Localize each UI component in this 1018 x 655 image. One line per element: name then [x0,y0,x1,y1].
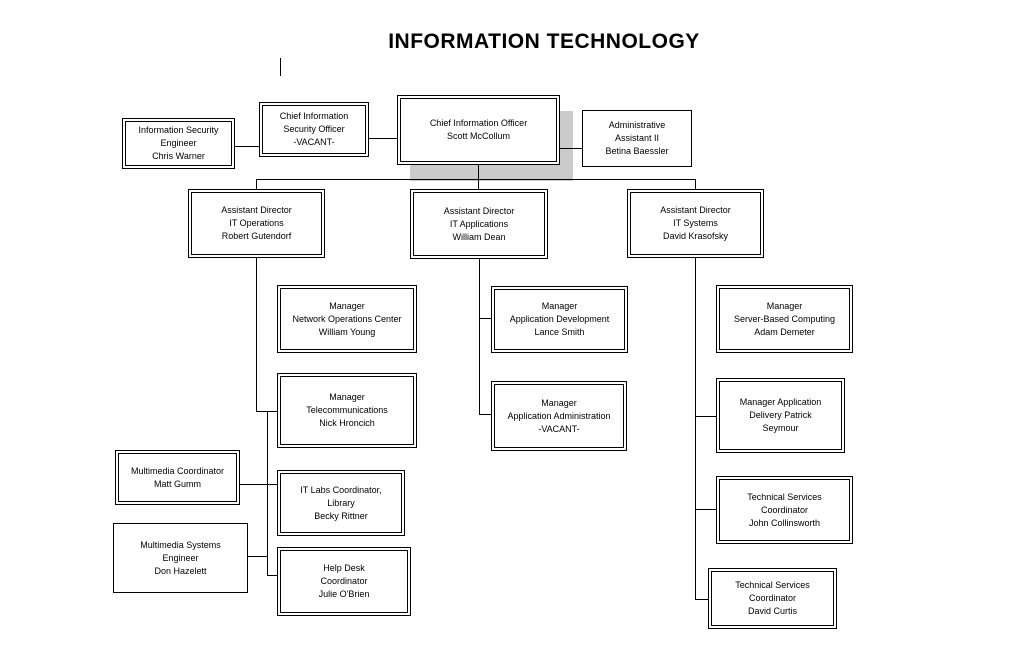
connector-stub-help-desk [267,575,277,576]
tick-mark-line [280,58,281,76]
role-line: Security Officer [283,124,345,134]
role-line: Manager [329,300,365,311]
role-line: Information Security [138,125,219,135]
connector-stub-multimedia-systems [248,556,267,557]
vacant-label: -VACANT- [538,423,580,434]
person-name: Scott McCollum [446,131,510,141]
role-line: Manager Application [739,397,822,407]
role-line: IT Applications [449,218,509,229]
role-line: Application Development [509,314,610,324]
connector-multimedia-coordinator-itlabs [240,484,277,485]
role-line: Administrative [608,120,666,130]
connector-itapps-spine [479,259,480,414]
role-line: Assistant Director [660,205,731,215]
role-line: Chief Information [279,111,349,121]
role-line: Delivery Patrick [749,410,812,420]
org-box-assistant-director-it-applications: Assistant Director IT Applications Willi… [410,189,548,259]
role-line: Manager [766,300,803,311]
role-line: Technical Services [735,580,810,590]
connector-ciso-to-cio [369,138,397,139]
role-line: Server-Based Computing [733,313,836,324]
connector-drop-it-applications [478,179,479,189]
role-line: Assistant Director [443,205,515,216]
person-name: Matt Gumm [153,478,201,489]
connector-stub-app-delivery [695,416,716,417]
role-line: Coordinator [760,504,809,515]
person-name: William Young [318,326,376,337]
org-box-help-desk-coordinator: Help Desk Coordinator Julie O'Brien [277,547,411,616]
role-line: Assistant Director [221,205,292,215]
person-name: William Dean [452,231,506,242]
role-line: Assistant II [614,133,659,143]
org-box-multimedia-systems-engineer: Multimedia Systems Engineer Don Hazelett [113,523,248,593]
connector-cio-to-admin [560,148,582,149]
connector-itops-spine-upper [256,258,257,411]
org-box-multimedia-coordinator: Multimedia Coordinator Matt Gumm [115,450,240,505]
role-line: Telecommunications [306,405,388,415]
connector-stub-tech-services-curtis [695,599,708,600]
role-line: Engineer [160,138,197,148]
org-box-chief-information-officer: Chief Information Officer Scott McCollum [397,95,560,165]
person-name: Becky Rittner [314,510,368,521]
org-box-information-security-engineer: Information Security Engineer Chris Warn… [122,118,235,169]
role-line: Manager [541,301,578,311]
role-line: Technical Services [747,491,822,502]
person-name: Julie O'Brien [318,589,370,599]
org-box-manager-application-administration: Manager Application Administration -VACA… [491,381,627,451]
connector-stub-tech-services-collinsworth [695,509,716,510]
person-name: David Curtis [747,606,797,616]
connector-stub-telecom [256,411,277,412]
person-name: Nick Hroncich [319,418,375,428]
org-box-chief-information-security-officer: Chief Information Security Officer -VACA… [259,102,369,157]
org-box-manager-network-operations-center: Manager Network Operations Center Willia… [277,285,417,353]
org-box-technical-services-coordinator-curtis: Technical Services Coordinator David Cur… [708,568,837,629]
role-line: IT Labs Coordinator, [300,484,382,495]
role-line: Engineer [162,552,199,563]
role-line: Coordinator [748,593,797,603]
role-line: IT Operations [229,218,284,228]
org-box-assistant-director-it-systems: Assistant Director IT Systems David Kras… [627,189,764,258]
role-line: Help Desk [323,563,365,573]
person-name: Betina Baessler [605,146,669,156]
role-line: Manager [541,397,577,408]
role-line: Library [327,497,355,508]
connector-stub-app-administration [479,414,491,415]
person-name: Seymour [762,423,799,433]
person-name: Don Hazelett [154,565,207,576]
person-name: John Collinsworth [748,517,821,528]
page-title: INFORMATION TECHNOLOGY [388,30,700,53]
connector-cio-drop [478,165,479,179]
connector-drop-it-systems [695,179,696,189]
connector-stub-app-development [479,318,491,319]
org-box-assistant-director-it-operations: Assistant Director IT Operations Robert … [188,189,325,258]
org-box-technical-services-coordinator-collinsworth: Technical Services Coordinator John Coll… [716,476,853,544]
person-name: Chris Warner [152,151,205,161]
person-name: David Krasofsky [662,231,729,241]
org-box-manager-server-based-computing: Manager Server-Based Computing Adam Deme… [716,285,853,353]
org-box-administrative-assistant: Administrative Assistant II Betina Baess… [582,110,692,167]
role-line: Application Administration [507,410,611,421]
person-name: Lance Smith [534,327,585,337]
connector-ise-to-ciso [235,146,259,147]
connector-drop-it-operations [256,179,257,189]
role-line: Coordinator [320,576,368,586]
org-box-manager-application-delivery: Manager Application Delivery Patrick Sey… [716,378,845,453]
role-line: Multimedia Coordinator [130,465,225,476]
org-box-manager-telecommunications: Manager Telecommunications Nick Hroncich [277,373,417,448]
org-box-manager-application-development: Manager Application Development Lance Sm… [491,286,628,353]
role-line: Multimedia Systems [140,539,221,550]
person-name: Robert Gutendorf [221,231,292,241]
org-box-it-labs-coordinator: IT Labs Coordinator, Library Becky Rittn… [277,470,405,536]
person-name: Adam Demeter [754,326,815,337]
vacant-label: -VACANT- [293,137,335,147]
role-line: Chief Information Officer [429,118,528,128]
role-line: Manager [329,392,365,402]
connector-directors-bar [256,179,696,180]
role-line: IT Systems [673,218,718,228]
connector-itops-spine-lower [267,411,268,575]
connector-itsystems-spine [695,258,696,599]
role-line: Network Operations Center [292,313,402,324]
